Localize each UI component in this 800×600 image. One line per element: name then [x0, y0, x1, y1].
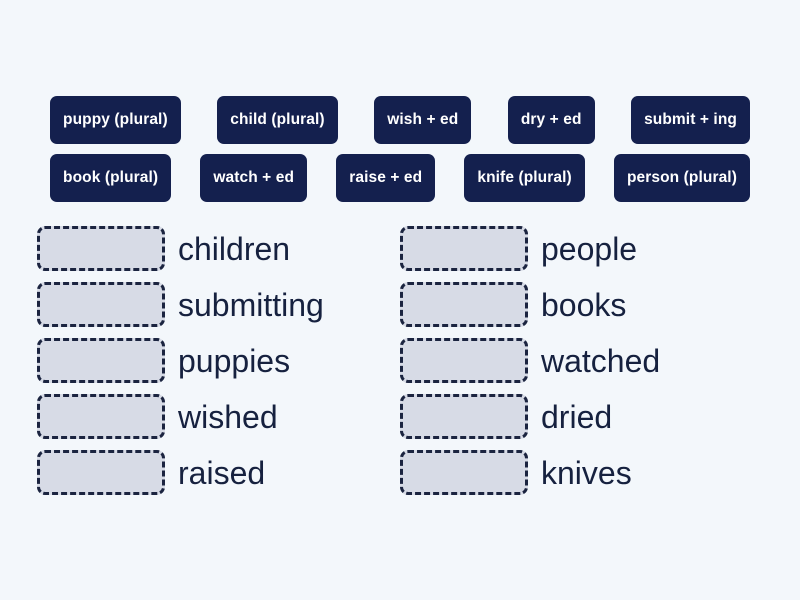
- word-tile-knife-plural[interactable]: knife (plural): [464, 154, 585, 202]
- answer-word-dried: dried: [541, 398, 613, 435]
- drop-zone-submitting[interactable]: [37, 282, 165, 327]
- answer-word-books: books: [541, 286, 627, 323]
- drop-zone-children[interactable]: [37, 226, 165, 271]
- drop-zone-puppies[interactable]: [37, 338, 165, 383]
- answer-word-watched: watched: [541, 342, 661, 379]
- drop-zone-raised[interactable]: [37, 450, 165, 495]
- word-bank-row-2: book (plural) watch + ed raise + ed knif…: [50, 154, 750, 202]
- answer-row-raised: raised: [37, 450, 400, 495]
- word-tile-person-plural[interactable]: person (plural): [613, 154, 750, 202]
- answer-row-people: people: [400, 226, 763, 271]
- answer-row-dried: dried: [400, 394, 763, 439]
- answer-word-wished: wished: [178, 398, 278, 435]
- word-tile-submit-ing[interactable]: submit + ing: [631, 96, 750, 144]
- drop-zone-watched[interactable]: [400, 338, 528, 383]
- answer-row-submitting: submitting: [37, 282, 400, 327]
- word-tile-raise-ed[interactable]: raise + ed: [336, 154, 436, 202]
- answer-column-left: children submitting puppies wished raise…: [37, 226, 400, 495]
- answer-word-people: people: [541, 230, 638, 267]
- word-tile-wish-ed[interactable]: wish + ed: [374, 96, 472, 144]
- word-bank-row-1: puppy (plural) child (plural) wish + ed …: [50, 96, 750, 144]
- drop-zone-wished[interactable]: [37, 394, 165, 439]
- drop-zone-people[interactable]: [400, 226, 528, 271]
- answer-word-knives: knives: [541, 454, 632, 491]
- answer-word-puppies: puppies: [178, 342, 291, 379]
- answer-row-knives: knives: [400, 450, 763, 495]
- word-tile-puppy-plural[interactable]: puppy (plural): [50, 96, 181, 144]
- word-tile-child-plural[interactable]: child (plural): [217, 96, 338, 144]
- answer-word-submitting: submitting: [178, 286, 324, 323]
- drop-zone-knives[interactable]: [400, 450, 528, 495]
- word-tile-dry-ed[interactable]: dry + ed: [507, 96, 595, 144]
- answer-columns: children submitting puppies wished raise…: [37, 226, 763, 495]
- drop-zone-books[interactable]: [400, 282, 528, 327]
- answer-row-watched: watched: [400, 338, 763, 383]
- answer-row-puppies: puppies: [37, 338, 400, 383]
- answer-row-books: books: [400, 282, 763, 327]
- drop-zone-dried[interactable]: [400, 394, 528, 439]
- answer-row-children: children: [37, 226, 400, 271]
- answer-word-raised: raised: [178, 454, 266, 491]
- word-bank: puppy (plural) child (plural) wish + ed …: [50, 96, 750, 212]
- answer-column-right: people books watched dried knives: [400, 226, 763, 495]
- answer-row-wished: wished: [37, 394, 400, 439]
- word-tile-watch-ed[interactable]: watch + ed: [200, 154, 308, 202]
- answer-word-children: children: [178, 230, 291, 267]
- word-tile-book-plural[interactable]: book (plural): [50, 154, 172, 202]
